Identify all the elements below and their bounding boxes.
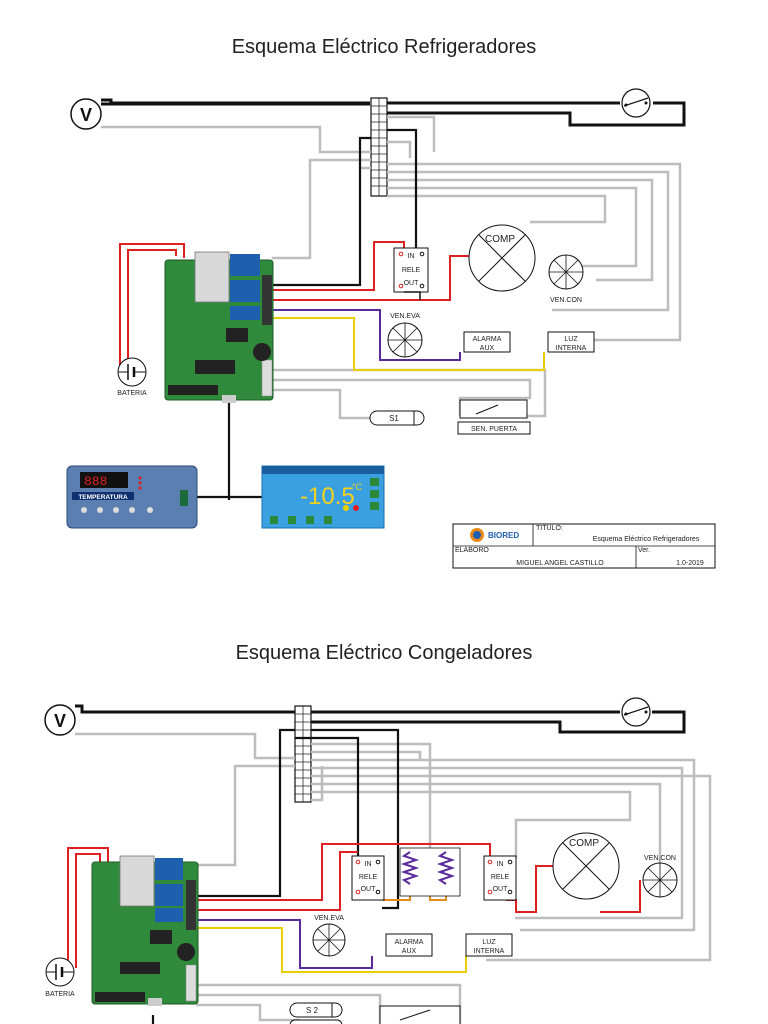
diagram-title-congeladores: Esquema Eléctrico Congeladores [235,642,533,664]
evaporator-fan-icon [312,923,346,957]
temperature-panel: 888 TEMPERATURA [66,465,198,529]
sensor-label: S1 [389,414,399,423]
relay-in-label: IN [408,253,415,260]
diagram-refrigeradores: V [66,88,716,569]
door-sensor-label: SEN. PUERTA [471,426,517,433]
controller-board [164,251,274,403]
compressor-label: COMP [569,838,599,849]
sensor-label: S 2 [306,1006,319,1015]
main-switch-icon [621,88,651,118]
ver-value: 1.0-2019 [676,560,704,567]
svg-text:AUX: AUX [480,345,495,352]
light-internal-box: LUZ INTERNA [465,933,513,957]
battery-icon [45,957,75,987]
power-lines [75,704,686,734]
panel-label: TEMPERATURA [78,494,128,501]
condenser-fan-label: VEN.CON [550,297,582,304]
ver-label: Ver. [638,547,650,554]
relay-out-label: OUT [404,280,420,287]
red-wires [60,843,641,973]
relay-1: IN RELE OUT [351,855,385,901]
relay-2-in-label: IN [497,861,504,868]
brand-logo: BIORED [488,531,519,540]
condenser-fan-label: VEN.CON [644,855,676,862]
title-block: BIORED TITULO: Esquema Eléctrico Refrige… [452,523,716,569]
compressor-icon [468,224,536,292]
diagram-title-refrigeradores: Esquema Eléctrico Refrigeradores [231,36,537,58]
relay-1-rele-label: RELE [359,874,378,881]
evaporator-fan-label: VEN.EVA [390,313,420,320]
relay-2-rele-label: RELE [491,874,510,881]
svg-text:INTERNA: INTERNA [474,948,505,955]
gray-wires [75,732,712,1024]
black-wires [197,128,418,500]
svg-text:AUX: AUX [402,948,417,955]
elaboro-value: MIGUEL ANGEL CASTILLO [516,560,604,567]
temperature-sensor-icon: S1 [369,410,425,426]
power-lines [101,98,686,127]
door-sensor-switch [379,1005,461,1024]
yellow-wire [196,927,467,973]
svg-text:ALARMA: ALARMA [473,336,502,343]
condenser-fan-icon [642,862,678,898]
relay: IN RELE OUT [393,247,429,293]
heater-resistors [399,847,461,897]
main-switch-icon [621,697,651,727]
svg-text:ALARMA: ALARMA [395,939,424,946]
purple-wire [272,309,461,361]
titulo-value: Esquema Eléctrico Refrigeradores [593,536,700,543]
relay-1-in-label: IN [365,861,372,868]
titulo-label: TITULO: [536,525,563,532]
temperature-sensor-icon: S 2 [289,1002,343,1024]
black-wires [151,728,400,1024]
evaporator-fan-label: VEN.EVA [314,915,344,922]
elaboro-label: ELABORO [455,547,489,554]
controller-board [91,855,199,1006]
voltmeter-icon: V [44,704,76,736]
voltmeter-label: V [54,711,66,731]
purple-wire [196,919,373,969]
relay-output-wire [404,291,421,300]
svg-text:INTERNA: INTERNA [556,345,587,352]
relay-rele-label: RELE [402,267,421,274]
compressor-icon [552,832,620,900]
alarm-aux-box: ALARMA AUX [385,933,433,957]
display-unit: °C [352,482,363,492]
evaporator-fan-icon [387,322,423,358]
terminal-block [294,705,312,803]
terminal-block [370,97,388,197]
relay-2: IN RELE OUT [483,855,517,901]
voltmeter-label: V [80,105,92,125]
condenser-fan-icon [548,254,584,290]
alarm-aux-box: ALARMA AUX [463,331,511,353]
battery-label: BATERIA [45,991,75,998]
voltmeter-icon: V [70,98,102,130]
battery-icon [117,357,147,387]
diagram-congeladores: V [44,697,712,1024]
battery-label: BATERIA [117,390,147,397]
relay-1-out-label: OUT [361,886,377,893]
svg-text:LUZ: LUZ [564,336,578,343]
yellow-wire [272,317,545,371]
door-sensor-switch: SEN. PUERTA [457,399,531,435]
svg-text:LUZ: LUZ [482,939,496,946]
light-internal-box: LUZ INTERNA [547,331,595,353]
compressor-label: COMP [485,234,515,245]
svg-text:888: 888 [84,474,107,489]
digital-display: -10.5 °C [261,465,385,529]
relay-2-out-label: OUT [493,886,509,893]
